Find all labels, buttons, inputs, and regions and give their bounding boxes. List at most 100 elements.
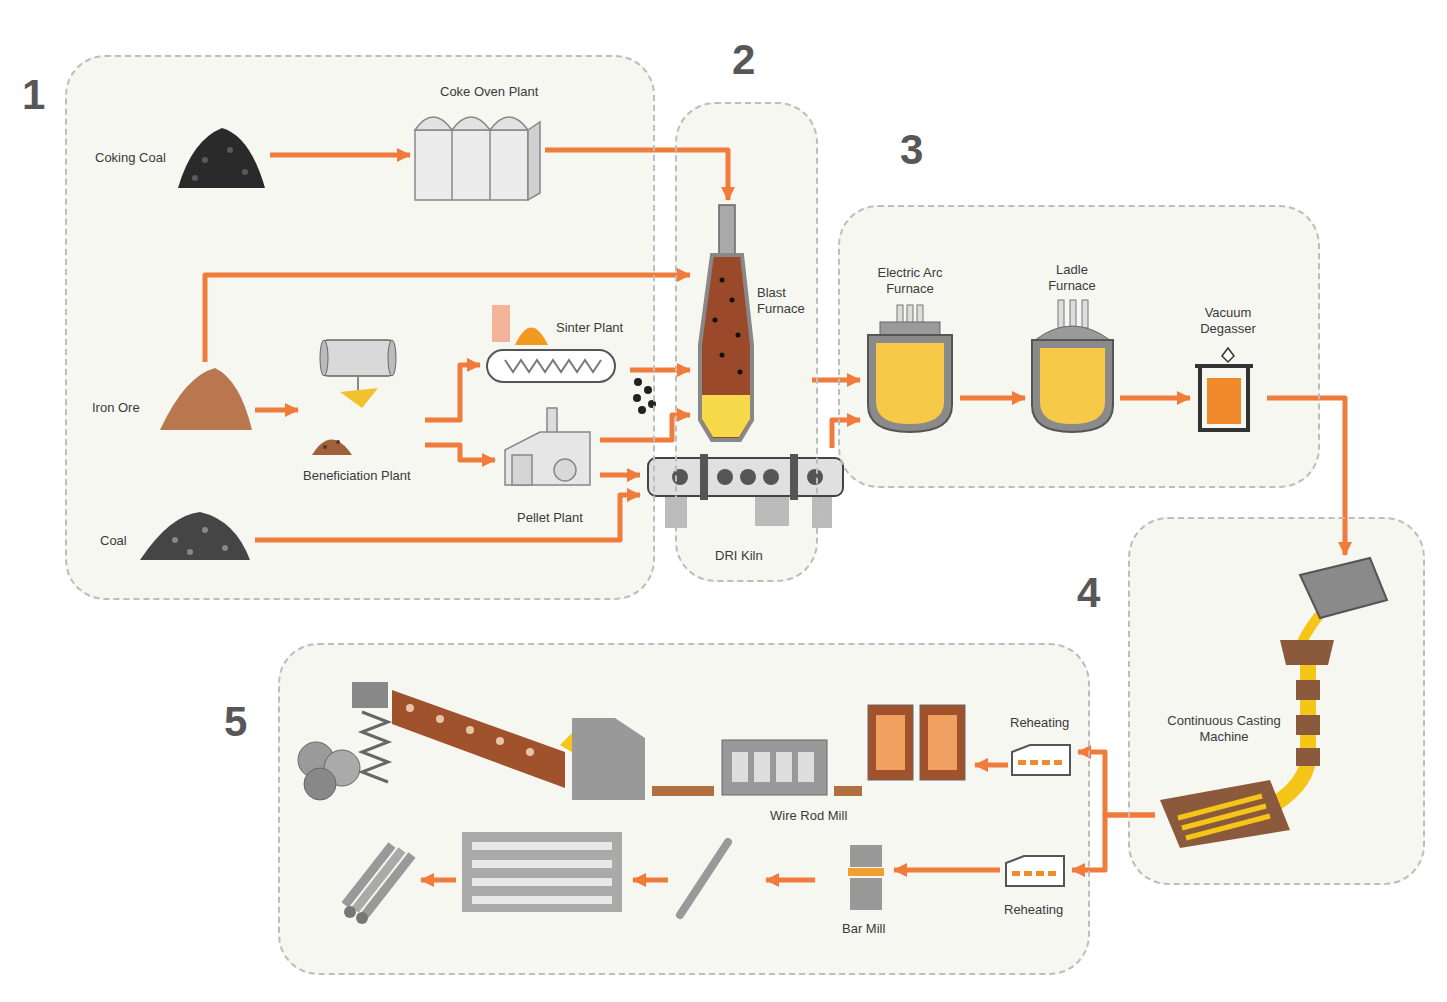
node-label: Coal xyxy=(100,533,127,549)
callout-number: 3 xyxy=(900,127,923,173)
bar-line-illustration xyxy=(421,878,456,883)
dri-kiln-illustration xyxy=(807,469,823,485)
wire-rod-line-illustration xyxy=(392,690,565,788)
dri-kiln-illustration xyxy=(648,454,843,528)
flow-arrow xyxy=(812,378,860,383)
wire-rod-line-illustration xyxy=(298,682,965,800)
sinter-plant-illustration xyxy=(634,378,642,386)
vacuum-degasser-illustration xyxy=(1207,378,1241,424)
process-node: Wire Rod Mill xyxy=(640,700,975,830)
region-ground xyxy=(1128,517,1425,885)
process-node: Coke Oven Plant xyxy=(410,82,545,202)
beneficiation-equipment xyxy=(388,340,396,376)
process-node: Electric Arc Furnace xyxy=(860,265,960,435)
iron-ore-pile xyxy=(160,368,252,430)
region-ground xyxy=(675,102,818,582)
process-node: Iron Ore xyxy=(88,362,255,432)
bar-line-illustration xyxy=(850,878,882,910)
wire-rod-line-illustration xyxy=(652,786,714,796)
callout-number: 4 xyxy=(1077,570,1100,616)
reheating-furnace-icon xyxy=(1024,871,1032,876)
wire-rod-line-illustration xyxy=(362,712,388,782)
process-node: Vacuum Degasser xyxy=(1190,305,1267,440)
continuous-caster-illustration xyxy=(1296,715,1320,735)
node-label: Sinter Plant xyxy=(556,320,623,336)
flow-arrow xyxy=(832,420,860,448)
ladle-furnace-illustration xyxy=(1035,326,1110,340)
node-label: Bar Mill xyxy=(842,921,885,937)
blast-furnace-illustration xyxy=(719,205,735,255)
region-panel: 1Coking CoalCoke Oven PlantIron OreBenef… xyxy=(65,55,655,600)
node-label: Beneficiation Plant xyxy=(303,468,411,484)
coal-pile xyxy=(140,512,250,560)
flow-arrow xyxy=(425,445,495,460)
region-ground xyxy=(65,55,655,600)
wire-rod-line-illustration xyxy=(406,704,414,712)
flow-arrow xyxy=(975,763,1008,768)
coke-oven-building xyxy=(415,130,528,200)
dri-kiln-illustration xyxy=(812,496,832,528)
reheating-furnace-icon xyxy=(1006,856,1064,886)
coking-coal-pile xyxy=(242,169,248,175)
vacuum-degasser-illustration xyxy=(1222,348,1234,362)
sinter-plant-illustration xyxy=(492,305,510,342)
pellet-plant-illustration xyxy=(512,455,532,485)
continuous-caster-illustration xyxy=(1160,558,1387,848)
bar-line-illustration xyxy=(472,896,612,904)
continuous-caster-illustration xyxy=(1280,640,1334,665)
process-node: Blast Furnace xyxy=(690,200,812,445)
reheating-furnace-icon xyxy=(1006,745,1070,886)
bar-line-illustration xyxy=(472,878,612,886)
beneficiation-equipment xyxy=(312,440,352,456)
process-node: DRI Kiln xyxy=(640,448,850,572)
node-label: Iron Ore xyxy=(92,400,140,416)
node-label: Blast Furnace xyxy=(757,285,809,316)
process-node: Reheating xyxy=(1008,713,1078,780)
vacuum-degasser-illustration xyxy=(1195,364,1253,368)
wire-rod-line-illustration xyxy=(466,726,474,734)
bar-line-illustration xyxy=(356,912,368,924)
process-node: Coal xyxy=(95,505,255,565)
callout-number: 1 xyxy=(22,72,45,118)
process-node: Coking Coal xyxy=(90,125,270,190)
electric-arc-furnace-illustration xyxy=(876,343,944,424)
coal-pile xyxy=(222,545,228,551)
wire-rod-line-illustration xyxy=(920,705,965,780)
ladle-furnace-illustration xyxy=(1032,300,1113,432)
blast-furnace-illustration xyxy=(713,318,718,323)
node-label: Electric Arc Furnace xyxy=(868,265,952,296)
node-label: Vacuum Degasser xyxy=(1192,305,1264,336)
sinter-plant-illustration xyxy=(487,350,615,382)
wire-rod-line-illustration xyxy=(526,748,534,756)
continuous-caster-illustration xyxy=(1178,796,1262,818)
node-label: Reheating xyxy=(1004,902,1063,918)
wire-rod-line-illustration xyxy=(722,740,827,795)
pellet-plant-illustration xyxy=(505,432,590,485)
reheating-furnace-icon xyxy=(1048,871,1056,876)
bar-line-illustration xyxy=(462,832,622,912)
flow-arrow xyxy=(1120,396,1190,401)
region-panel: 5ReheatingReheatingWire Rod MillBar Mill xyxy=(278,643,1090,975)
process-node: Ladle Furnace xyxy=(1025,262,1120,435)
vacuum-degasser-illustration xyxy=(1195,348,1253,430)
blast-furnace-illustration xyxy=(720,278,725,283)
ladle-furnace-illustration xyxy=(1070,300,1076,328)
flow-arrow xyxy=(1267,398,1345,555)
sinter-plant-illustration xyxy=(638,406,646,414)
process-node: Continuous Casting Machine xyxy=(1155,555,1390,845)
continuous-caster-illustration xyxy=(1160,780,1290,848)
bar-line-illustration xyxy=(633,878,668,883)
continuous-caster-illustration xyxy=(1186,816,1270,838)
ladle-furnace-illustration xyxy=(1032,340,1113,432)
coal-pile xyxy=(202,527,208,533)
coking-coal-pile xyxy=(227,147,233,153)
coke-oven-building xyxy=(415,117,540,200)
continuous-caster-illustration xyxy=(1182,806,1266,828)
wire-rod-line-illustration xyxy=(304,768,336,800)
vacuum-degasser-illustration xyxy=(1200,368,1248,430)
wire-rod-line-illustration xyxy=(496,737,504,745)
wire-rod-line-illustration xyxy=(732,752,748,782)
reheating-furnace-icon xyxy=(1030,760,1038,765)
wire-rod-line-illustration xyxy=(754,752,770,782)
bar-line-illustration xyxy=(344,832,884,924)
